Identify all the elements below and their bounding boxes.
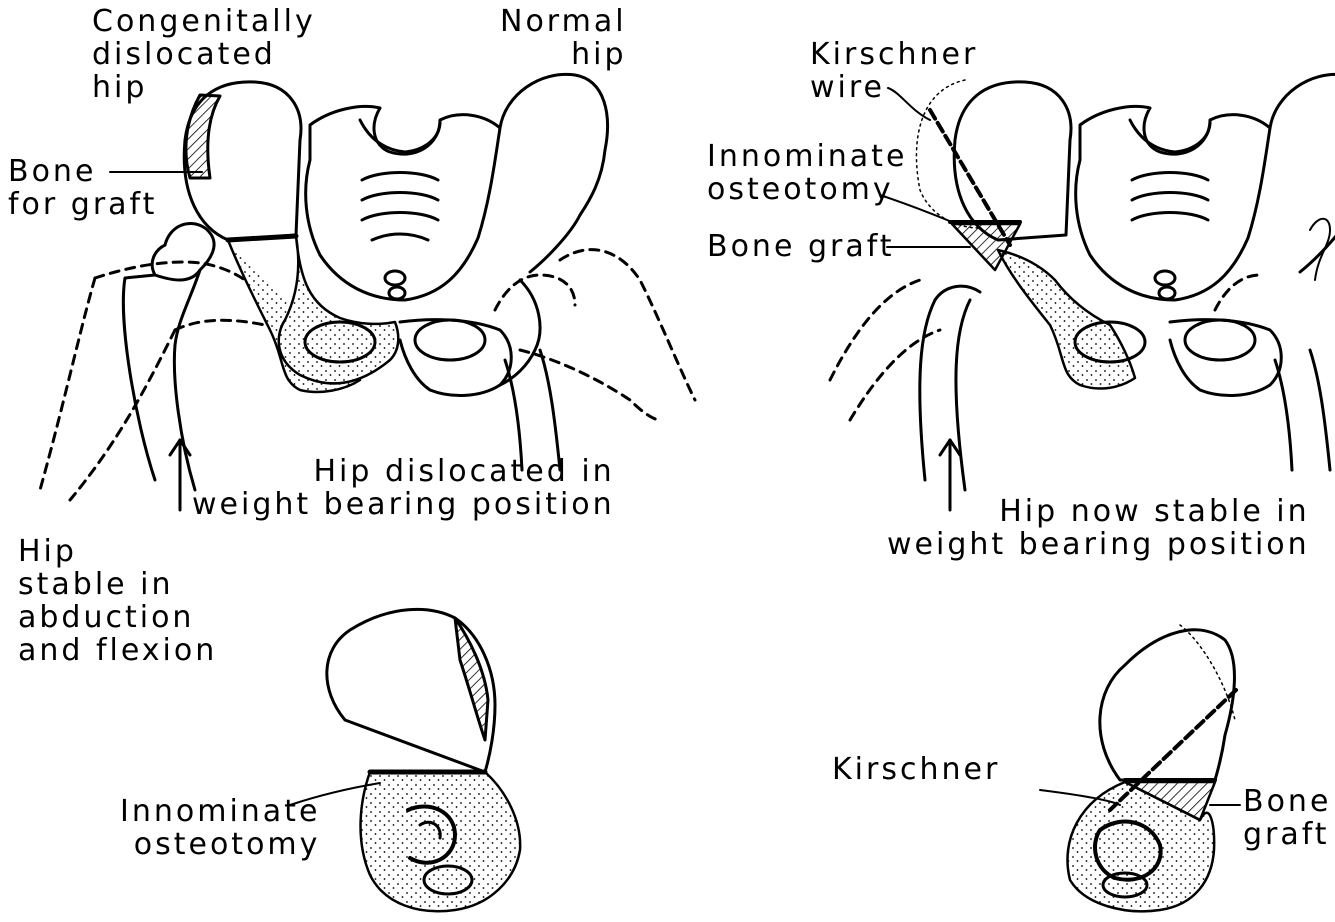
innominate-postop bbox=[1040, 625, 1240, 911]
label-innominate-osteotomy-right: Innominate osteotomy bbox=[707, 140, 907, 206]
label-normal-hip: Normal hip bbox=[500, 5, 627, 71]
label-hip-dislocated: Hip dislocated in weight bearing positio… bbox=[192, 455, 615, 521]
label-hip-stable-abduction: Hip stable in abduction and flexion bbox=[18, 535, 217, 667]
innominate-preop bbox=[290, 609, 520, 911]
label-kirschner-bottom: Kirschner bbox=[832, 753, 1000, 786]
label-bone-graft-right: Bone graft bbox=[707, 230, 895, 263]
label-bone-graft-bottom: Bone graft bbox=[1243, 785, 1331, 851]
label-congenitally-dislocated-hip: Congenitally dislocated hip bbox=[92, 5, 316, 104]
label-kirschner-wire: Kirschner wire bbox=[810, 38, 978, 104]
label-bone-for-graft: Bone for graft bbox=[8, 155, 157, 221]
label-hip-now-stable: Hip now stable in weight bearing positio… bbox=[887, 495, 1310, 561]
pelvis-preop bbox=[40, 74, 695, 510]
label-innominate-osteotomy-bottom: Innominate osteotomy bbox=[120, 795, 320, 861]
